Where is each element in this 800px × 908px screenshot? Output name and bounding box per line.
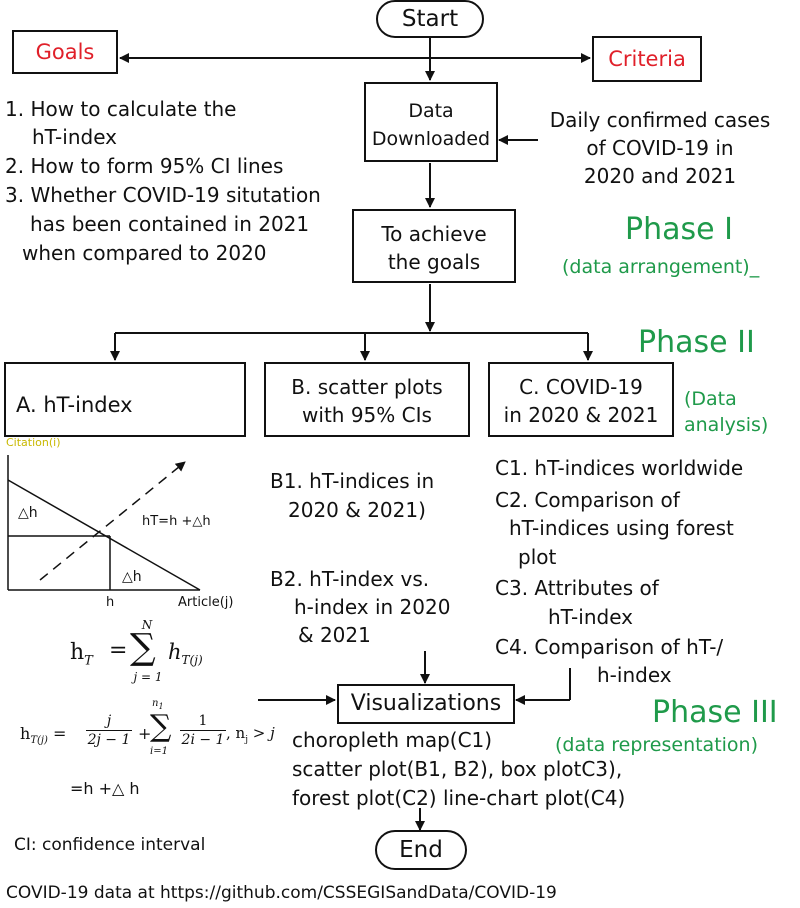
c3-line-2: hT-index [548, 605, 633, 629]
graph-delta-top: △h [18, 505, 38, 521]
box-b-scatter: B. scatter plots with 95% CIs [264, 362, 470, 437]
data-line-2: Downloaded [371, 128, 491, 150]
c4-line-1: C4. Comparison of hT-/ [495, 635, 724, 659]
formula-frac2: 1 2i − 1 [180, 713, 226, 748]
c3-line-1: C3. Attributes of [495, 576, 659, 600]
end-node: End [375, 830, 467, 870]
start-node: Start [376, 0, 484, 38]
box-c-line-2: in 2020 & 2021 [503, 403, 659, 427]
data-downloaded-box: Data Downloaded [364, 82, 498, 162]
formula-htj-cond: , nj > j [226, 724, 275, 745]
graph-h-tick: h [106, 595, 115, 610]
box-c-covid: C. COVID-19 in 2020 & 2021 [488, 362, 674, 437]
criteria-line-1: Daily confirmed cases [549, 108, 771, 132]
achieve-line-1: To achieve [381, 222, 487, 246]
box-b-line-2: with 95% CIs [302, 403, 432, 427]
b2-line-2: h-index in 2020 [294, 595, 451, 619]
formula-sum-lower: j = 1 [133, 670, 163, 684]
graph-ht-equation: hT=h +△h [142, 514, 211, 529]
box-b-line-1: B. scatter plots [291, 375, 443, 399]
formula-htj-upper: n1 [152, 698, 164, 711]
box-a-ht-index: A. hT-index [4, 362, 246, 437]
ht-index-graph [7, 455, 201, 591]
sigma-icon: ∑ [150, 709, 172, 744]
data-line-1: Data [408, 100, 454, 122]
ci-note: CI: confidence interval [14, 835, 206, 855]
formula-htj: hT(j) = j 2j − 1 + n1 ∑ i=1 1 2i − 1 , n… [20, 698, 300, 772]
goals-label: Goals [35, 40, 95, 64]
c2-line-2: hT-indices using forest [509, 516, 734, 540]
formula-plus: + [138, 724, 152, 743]
formula-sum: hT = N ∑ j = 1 hT(j) [20, 618, 240, 692]
phase-2-subtitle-2: analysis) [684, 414, 769, 436]
source-note: COVID-19 data at https://github.com/CSSE… [6, 883, 557, 903]
achieve-line-2: the goals [387, 250, 481, 274]
c2-line-1: C2. Comparison of [495, 488, 680, 512]
visualizations-label: Visualizations [350, 691, 502, 716]
formula-sum-lhs: hT [70, 640, 93, 669]
goal-3-cont2: when compared to 2020 [22, 241, 267, 265]
graph-dashed-diagonal [39, 461, 186, 581]
phase-3-subtitle: (data representation) [555, 734, 759, 756]
visualizations-box: Visualizations [337, 684, 515, 724]
sigma-icon: ∑ [130, 627, 156, 668]
vis-line-1: choropleth map(C1) [292, 728, 493, 752]
b1-line-1: B1. hT-indices in [270, 469, 435, 493]
c1-line: C1. hT-indices worldwide [495, 456, 744, 480]
formula-result: =h +△ h [70, 779, 140, 798]
b2-line-1: B2. hT-index vs. [270, 567, 430, 591]
phase-1-subtitle: (data arrangement)_ [562, 256, 760, 278]
criteria-box: Criteria [592, 36, 702, 82]
goal-2: 2. How to form 95% CI lines [5, 154, 284, 178]
formula-sum-upper: N [141, 618, 153, 632]
c2-line-3: plot [518, 545, 557, 569]
goal-3-cont: has been contained in 2021 [30, 212, 310, 236]
phase-2-subtitle-1: (Data [684, 388, 737, 410]
criteria-label: Criteria [608, 47, 686, 71]
vis-line-2: scatter plot(B1, B2), box plotC3), [292, 757, 623, 781]
box-c-line-1: C. COVID-19 [519, 375, 643, 399]
formula-sum-eq: = [102, 638, 135, 663]
formula-sum-term: hT(j) [168, 640, 203, 668]
phase-2-title: Phase II [638, 325, 755, 360]
graph-x-label: Article(j) [178, 595, 234, 610]
graph-descending-line [7, 479, 201, 591]
c4-line-2: h-index [597, 663, 672, 687]
b1-line-2: 2020 & 2021) [288, 498, 426, 522]
criteria-line-3: 2020 and 2021 [583, 164, 737, 188]
goal-1-cont: hT-index [32, 125, 117, 149]
formula-htj-lower: i=1 [150, 746, 168, 757]
formula-htj-lhs: hT(j) = [20, 724, 67, 747]
b2-line-3: & 2021 [298, 623, 371, 647]
graph-y-label: Citation(i) [6, 436, 61, 449]
goal-1: 1. How to calculate the [5, 97, 237, 121]
achieve-goals-box: To achieve the goals [352, 209, 516, 283]
box-a-label: A. hT-index [16, 393, 133, 417]
vis-line-3: forest plot(C2) line-chart plot(C4) [292, 786, 626, 810]
phase-1-title: Phase I [625, 212, 733, 247]
formula-frac1: j 2j − 1 [86, 713, 132, 748]
goal-3: 3. Whether COVID-19 situtation [5, 183, 321, 207]
criteria-line-2: of COVID-19 in [586, 136, 734, 160]
phase-3-title: Phase III [652, 695, 778, 730]
graph-delta-bottom: △h [122, 569, 142, 585]
goals-box: Goals [12, 30, 118, 74]
